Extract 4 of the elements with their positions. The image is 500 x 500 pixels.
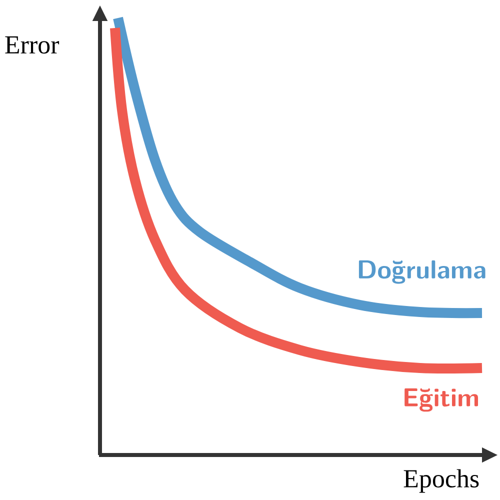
axis-label: Epochs <box>404 469 479 493</box>
axis-label: Eğitim <box>404 388 478 412</box>
axis-label: Doğrulama <box>358 260 486 284</box>
axis-label: Error <box>5 36 60 54</box>
